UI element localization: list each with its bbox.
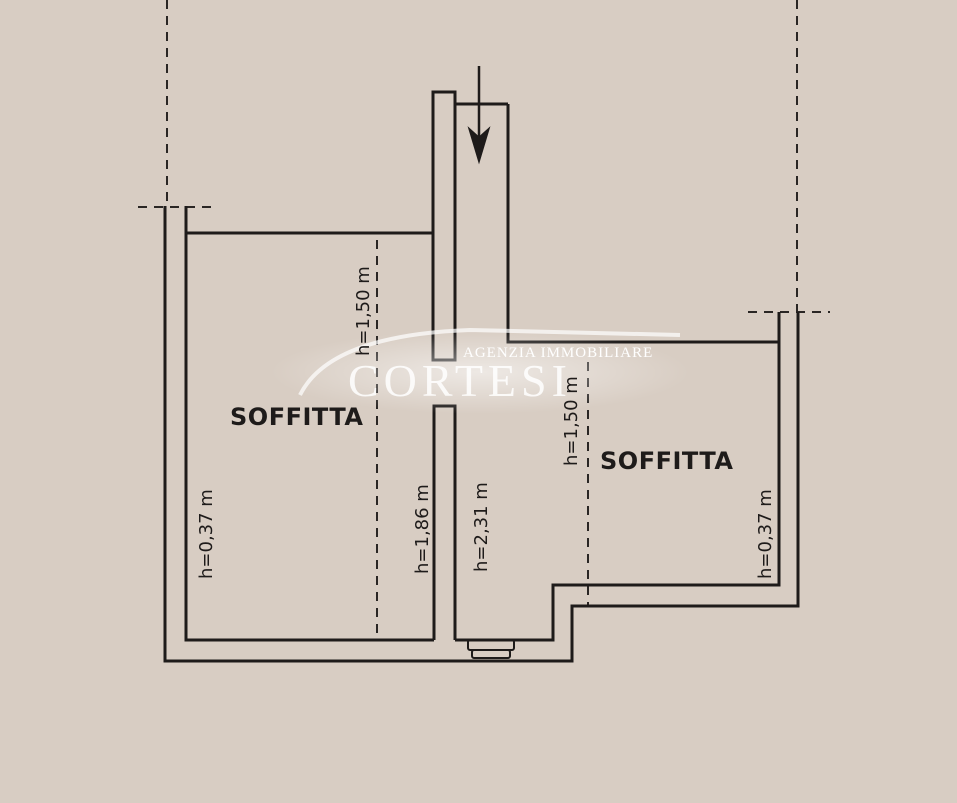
watermark-name-text: CORTESI: [348, 355, 572, 406]
height-corridor-left: h=1,86 m: [412, 484, 433, 574]
left-outer-wall: [163, 206, 800, 663]
height-right-outer: h=0,37 m: [755, 489, 776, 579]
height-corridor-right: h=2,31 m: [471, 482, 492, 572]
corridor-wall-left-lower: [432, 404, 457, 640]
agency-watermark: AGENZIA IMMOBILIARE CORTESI: [270, 327, 690, 414]
watermark-agency-text: AGENZIA IMMOBILIARE: [463, 345, 653, 361]
room-label-left: SOFFITTA: [230, 403, 363, 431]
corridor-wall-right: [506, 104, 779, 344]
right-inner-wall: [455, 312, 781, 642]
down-arrow-icon: [467, 66, 491, 165]
stair-step-icon: [467, 639, 515, 659]
height-right-slope: h=1,50 m: [561, 376, 582, 466]
height-left-slope: h=1,50 m: [353, 266, 374, 356]
height-left-outer: h=0,37 m: [196, 489, 217, 579]
left-inner-wall: [184, 206, 434, 642]
room-label-right: SOFFITTA: [600, 447, 733, 475]
corridor-wall-left-upper: [431, 90, 457, 362]
